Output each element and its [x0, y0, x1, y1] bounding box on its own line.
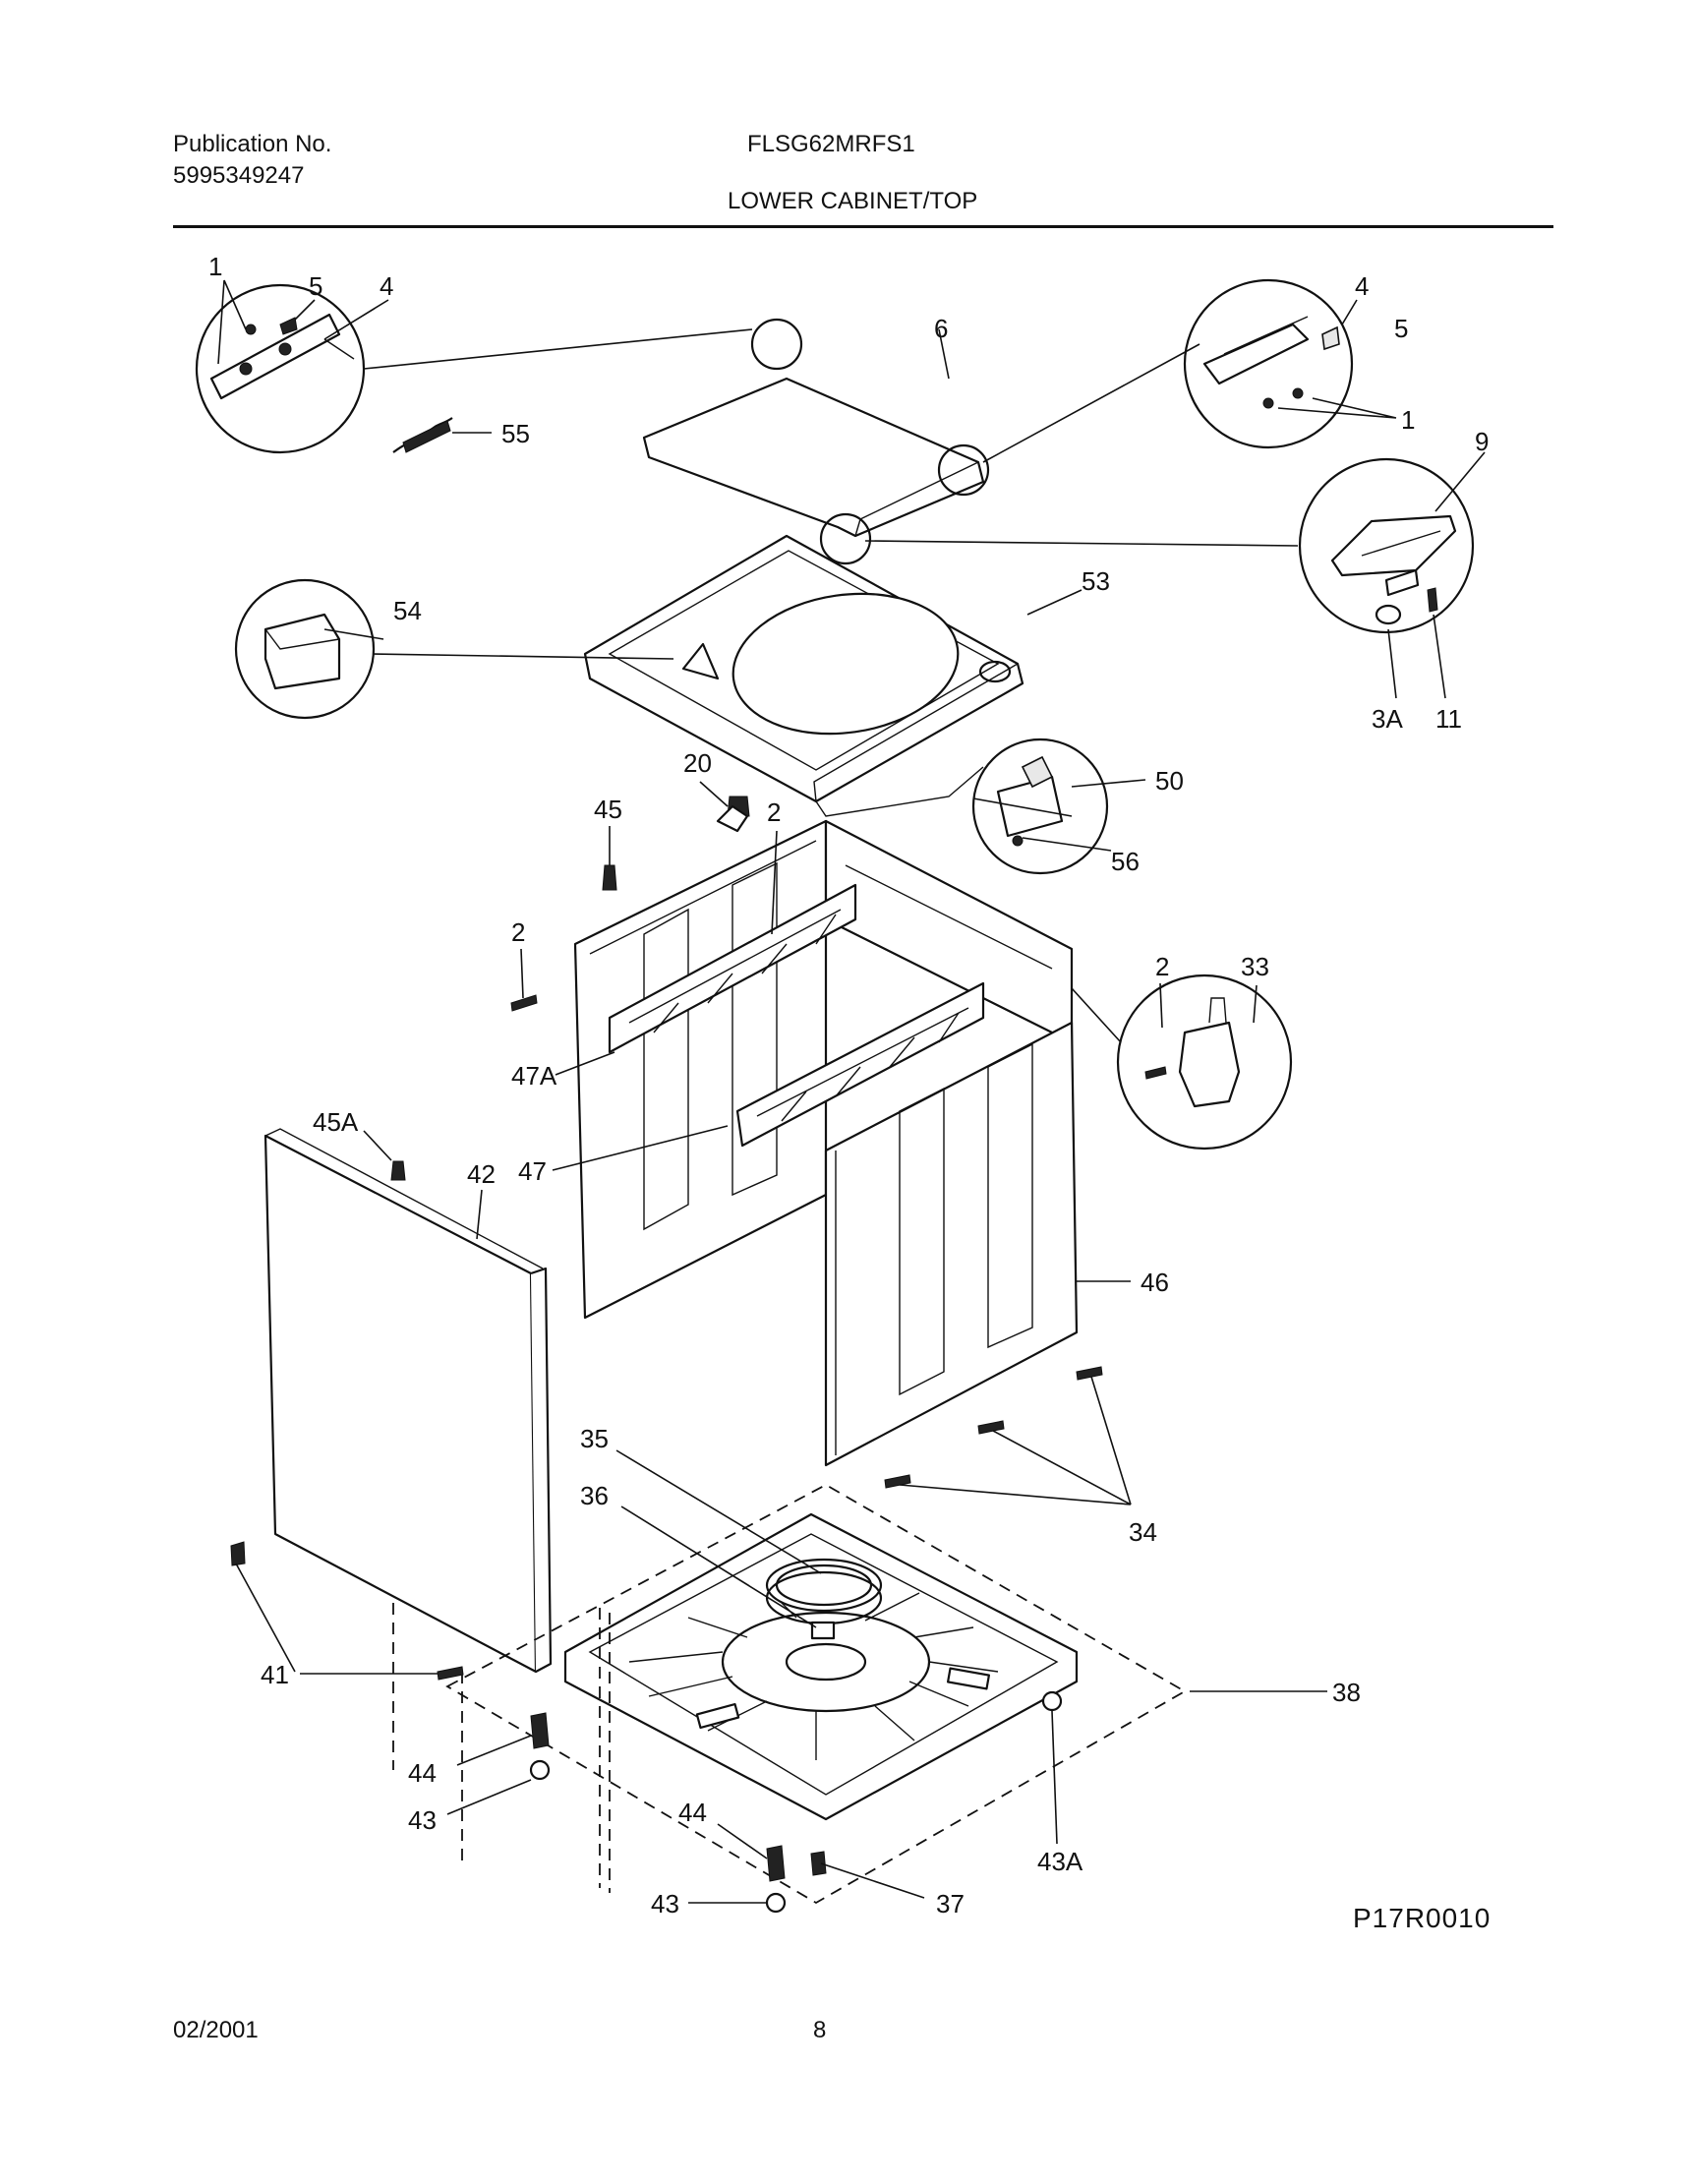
callout: 45A [313, 1107, 359, 1137]
callout: 47A [511, 1061, 557, 1091]
callout: 50 [1155, 766, 1184, 796]
motor-mount-ring-part-35 [765, 1558, 883, 1625]
clip-part-20 [716, 804, 749, 833]
model-number: FLSG62MRFS1 [747, 131, 915, 157]
callout: 53 [1082, 566, 1110, 596]
callout: 34 [1129, 1517, 1157, 1547]
callout: 35 [580, 1424, 609, 1453]
callout: 38 [1332, 1678, 1361, 1707]
callout: 47 [518, 1156, 547, 1186]
callout: 46 [1141, 1268, 1169, 1297]
callout: 1 [1401, 405, 1415, 435]
leader-lines [217, 279, 1486, 1904]
callout: 56 [1111, 847, 1140, 876]
page-number: 8 [813, 2017, 827, 2043]
callout: 33 [1241, 952, 1269, 981]
detail-bleach-cup [234, 578, 376, 720]
detail-lid-switch [1298, 457, 1475, 634]
callout: 5 [309, 271, 322, 301]
detail-switch-assembly [971, 738, 1109, 875]
callout: 41 [261, 1660, 289, 1689]
figure-code: P17R0010 [1353, 1903, 1492, 1933]
callout: 55 [501, 419, 530, 448]
callout: 54 [393, 596, 422, 625]
callout: 37 [936, 1889, 965, 1918]
callout: 43 [408, 1805, 437, 1835]
callout: 3A [1372, 704, 1403, 734]
front-panel-part-42 [263, 1128, 553, 1674]
callout: 11 [1435, 704, 1462, 734]
publication-number: 5995349247 [173, 162, 305, 189]
callout: 43 [651, 1889, 679, 1918]
section-title: LOWER CABINET/TOP [728, 188, 978, 214]
callout: 2 [767, 797, 781, 827]
callout-labels: 1 5 4 55 6 4 5 1 9 3A 11 53 54 20 2 45 5… [208, 252, 1489, 1918]
detail-hinge-right [1183, 278, 1354, 449]
callout: 9 [1475, 427, 1489, 456]
tension-spring-part-55 [392, 417, 453, 453]
side-panel-part-46 [824, 1021, 1079, 1467]
callout: 42 [467, 1159, 496, 1189]
cabinet-top-part-53 [583, 534, 1024, 817]
callout: 20 [683, 748, 712, 778]
publication-label: Publication No. [173, 131, 332, 157]
detail-water-valve [1116, 974, 1293, 1151]
brace-part-47A [608, 883, 857, 1054]
footer-date: 02/2001 [173, 2017, 259, 2043]
lid-part-6 [642, 318, 990, 565]
callout: 43A [1037, 1847, 1083, 1876]
detail-hinge-left [195, 283, 366, 454]
base-assembly-outline [445, 1483, 1187, 1905]
base-part-38 [563, 1512, 1079, 1821]
callout: 4 [380, 271, 393, 301]
callout: 6 [934, 314, 948, 343]
clip-part-36 [810, 1621, 836, 1640]
callout: 2 [511, 917, 525, 947]
callout: 36 [580, 1481, 609, 1510]
callout: 44 [408, 1758, 437, 1788]
screw-hardware [230, 796, 1173, 1914]
brace-part-47 [735, 981, 985, 1148]
callout: 5 [1394, 314, 1408, 343]
header-rule [173, 225, 1553, 228]
callout: 4 [1355, 271, 1369, 301]
callout: 1 [208, 252, 222, 281]
callout: 45 [594, 795, 622, 824]
callout: 44 [678, 1798, 707, 1827]
callout: 2 [1155, 952, 1169, 981]
